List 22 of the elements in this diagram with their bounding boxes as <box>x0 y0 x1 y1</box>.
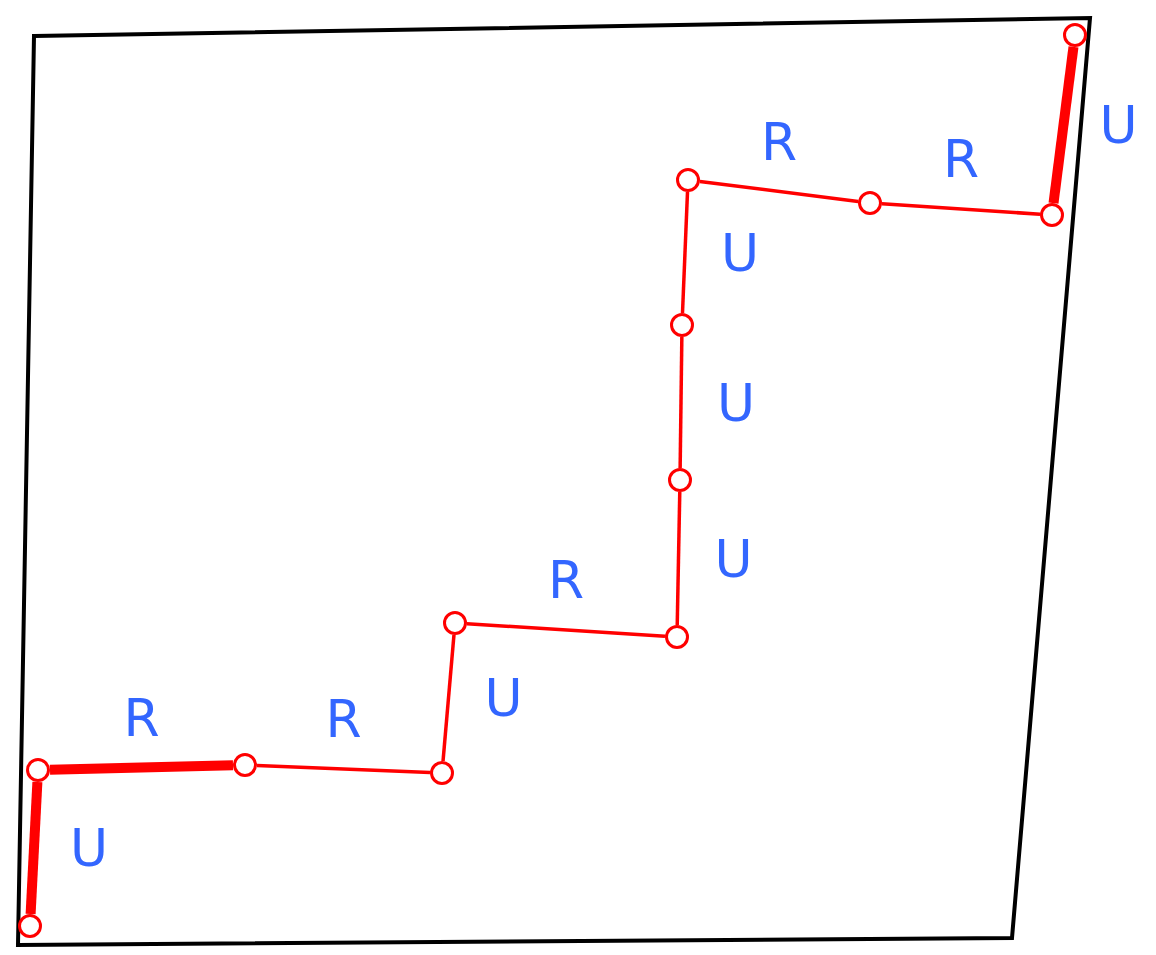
path-segment <box>678 336 684 468</box>
path-point <box>233 753 257 777</box>
path-point <box>1040 203 1064 227</box>
path-point <box>443 611 467 635</box>
path-point <box>430 761 454 785</box>
path-segment <box>441 634 456 762</box>
path-segment <box>25 781 43 915</box>
path-segment <box>49 760 234 775</box>
path-point <box>665 625 689 649</box>
path-point <box>1063 23 1087 47</box>
path-point <box>18 914 42 938</box>
path-segment <box>680 191 690 314</box>
path-segment <box>675 491 682 626</box>
path-point <box>670 313 694 337</box>
path-point <box>676 168 700 192</box>
path-point <box>26 758 50 782</box>
path-point <box>668 468 692 492</box>
path-point <box>858 191 882 215</box>
path-segment <box>699 179 859 204</box>
path-segment <box>466 622 666 638</box>
path-segment <box>881 202 1041 216</box>
path-segment <box>256 763 431 775</box>
